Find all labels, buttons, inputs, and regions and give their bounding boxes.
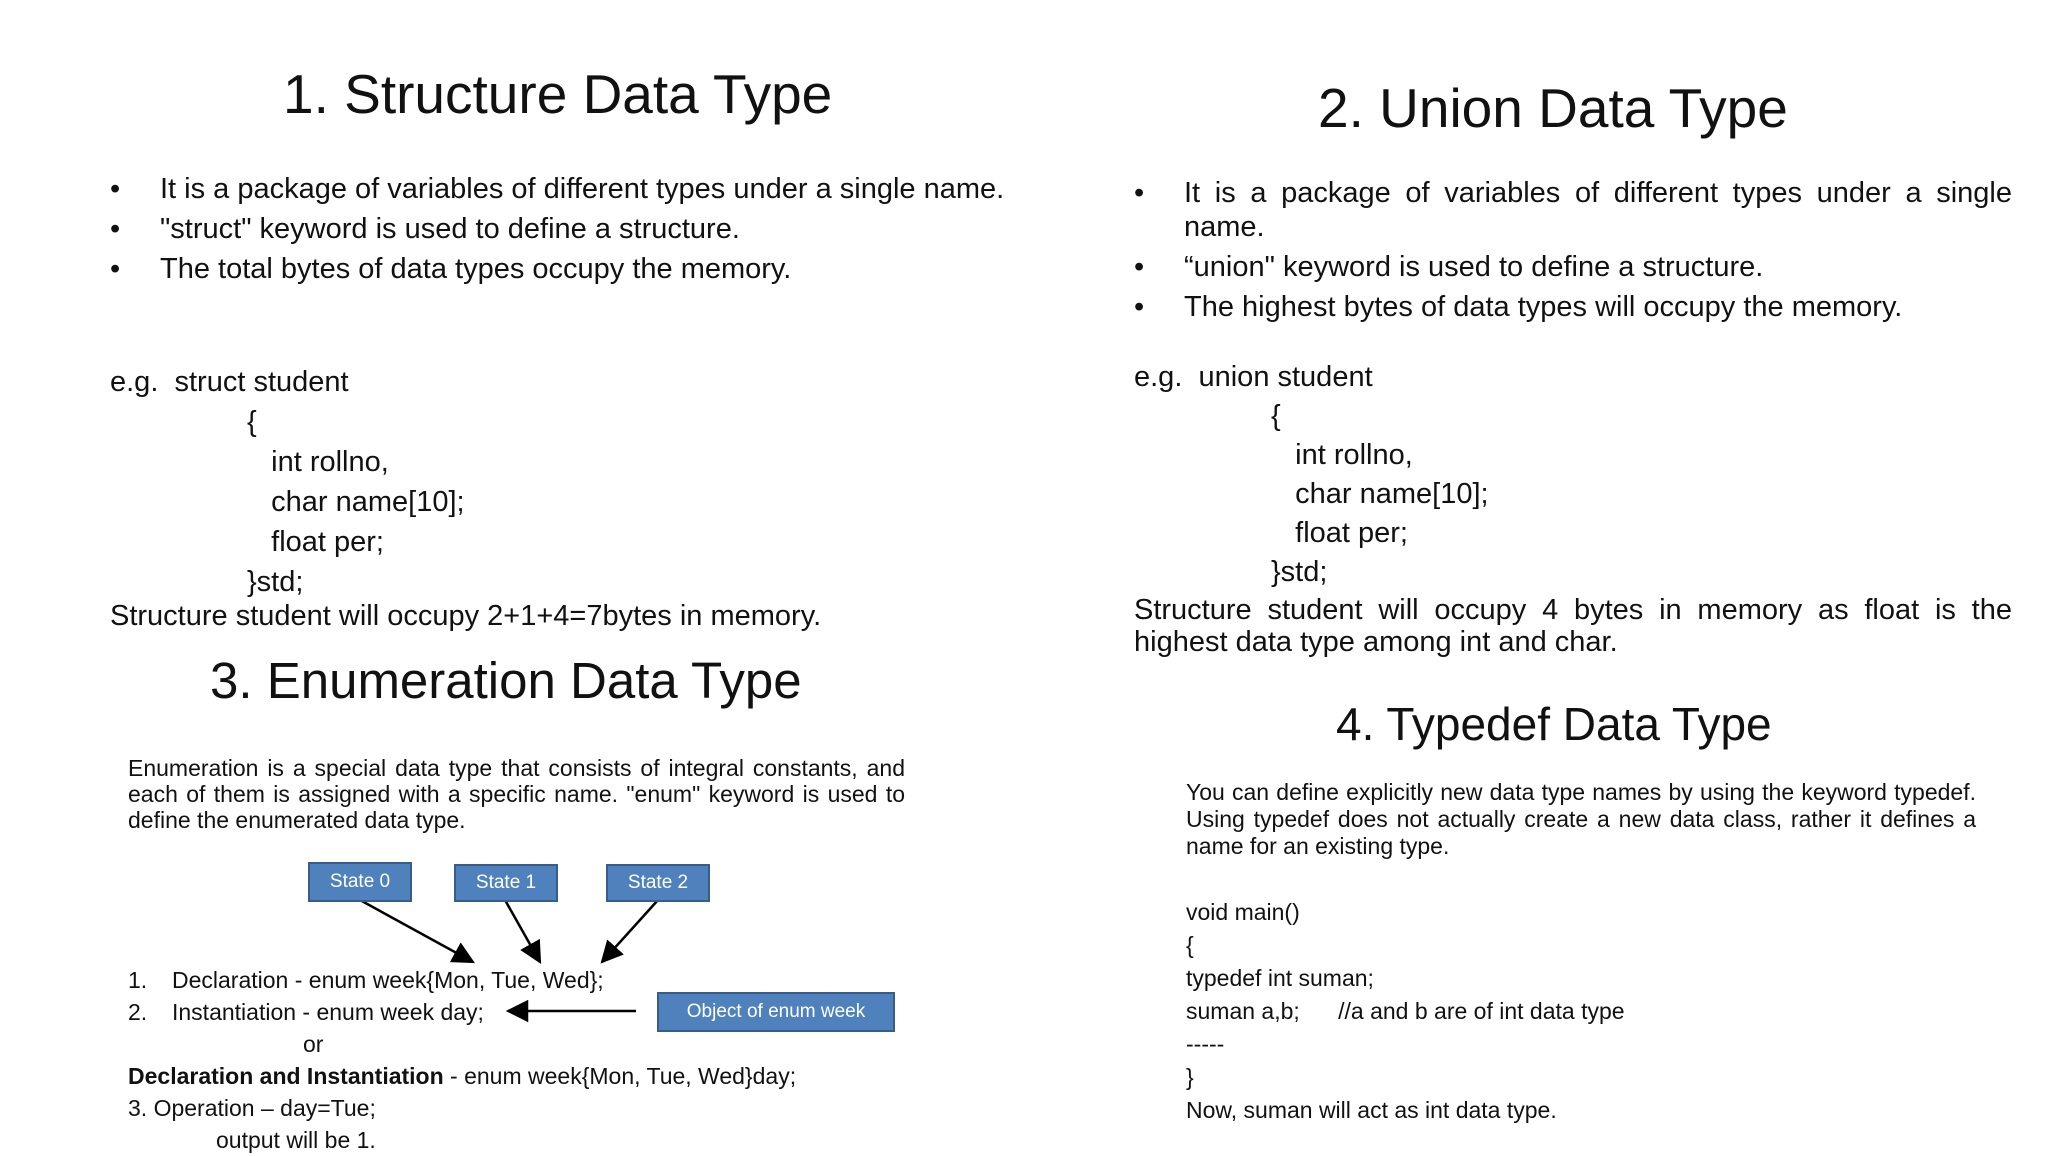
bullet-icon: • [110,213,121,245]
enumeration-title: 3. Enumeration Data Type [210,652,802,709]
code-line: typedef int suman; [1186,965,1374,991]
code-line: void main() [1186,899,1300,925]
structure-bullet-text: It is a package of variables of differen… [160,173,1005,205]
list-item: • The total bytes of data types occupy th… [110,252,1010,286]
bullet-icon: • [110,173,121,205]
code-line: { [1134,400,1281,432]
union-bullet-text: “union" keyword is used to define a stru… [1184,251,1764,283]
code-line: ----- [1186,1031,1225,1057]
code-line: e.g. struct student [110,366,349,398]
code-line: e.g. union student [1134,361,1373,393]
bullet-icon: • [1134,177,1145,209]
union-summary: Structure student will occupy 4 bytes in… [1134,594,2012,658]
bullet-icon: • [1134,291,1145,323]
list-item: • The highest bytes of data types will oc… [1134,290,2012,324]
bullet-icon: • [1134,251,1145,283]
arrow-state1 [503,899,542,964]
code-line: char name[10]; [110,486,465,518]
enum-declaration-line: 1. Declaration - enum week{Mon, Tue, Wed}… [128,964,1028,996]
structure-summary: Structure student will occupy 2+1+4=7byt… [110,600,822,632]
enum-output-line: output will be 1. [216,1127,376,1153]
typedef-code: void main() { typedef int suman; suman a,b;… [1186,896,1625,1127]
enum-instantiation-text: Instantiation - enum week day; [172,999,484,1025]
typedef-description: You can define explicitly new data type … [1186,779,1976,859]
enum-declaration-text: Declaration - enum week{Mon, Tue, Wed}; [172,967,604,993]
step-number: 1. [128,967,148,993]
union-bullet-text: The highest bytes of data types will occ… [1184,291,1903,323]
state-1-box: State 1 [454,864,558,902]
arrow-state2 [600,899,659,964]
code-line: }std; [1134,556,1328,588]
bullet-icon: • [110,253,121,285]
step-number: 2. [128,999,148,1025]
code-line: int rollno, [110,446,389,478]
state-0-box: State 0 [308,862,412,902]
list-item: • It is a package of variables of differe… [110,172,1010,206]
structure-bullet-text: "struct" keyword is used to define a str… [160,213,740,245]
structure-example-code: e.g. struct student { int rollno, char n… [110,362,465,602]
union-title: 2. Union Data Type [1318,77,1788,139]
state-2-box: State 2 [606,864,710,902]
code-line: } [1186,1064,1194,1090]
enum-instantiation-line: 2. Instantiation - enum week day; [128,996,1028,1028]
typedef-title: 4. Typedef Data Type [1336,698,1772,750]
list-item: • It is a package of variables of differe… [1134,176,2012,244]
enumeration-description: Enumeration is a special data type that … [128,755,905,833]
enum-decl-inst-text: - enum week{Mon, Tue, Wed}day; [443,1063,797,1089]
code-line: float per; [110,526,384,558]
enum-or-line: or [303,1031,324,1057]
union-bullet-text: It is a package of variables of differen… [1184,177,2012,243]
code-line: suman a,b; //a and b are of int data typ… [1186,998,1625,1024]
enum-operation-line: 3. Operation – day=Tue; [128,1095,376,1121]
structure-bullet-text: The total bytes of data types occupy the… [160,253,792,285]
arrow-state0 [359,898,475,964]
code-line: { [1186,932,1194,958]
code-line: int rollno, [1134,439,1413,471]
code-line: { [110,406,257,438]
structure-title: 1. Structure Data Type [283,63,833,125]
enumeration-steps: 1. Declaration - enum week{Mon, Tue, Wed}… [128,964,1028,1156]
list-item: • "struct" keyword is used to define a st… [110,212,1010,246]
code-line: float per; [1134,517,1408,549]
enum-decl-inst-bold: Declaration and Instantiation [128,1063,444,1089]
code-line: Now, suman will act as int data type. [1186,1097,1557,1123]
enum-object-box: Object of enum week [657,992,895,1032]
code-line: }std; [110,566,304,598]
structure-bullet-list: • It is a package of variables of differe… [110,172,1010,292]
code-line: char name[10]; [1134,478,1489,510]
union-bullet-list: • It is a package of variables of differe… [1134,176,2012,330]
list-item: • “union" keyword is used to define a str… [1134,250,2012,284]
enum-decl-inst-line: Declaration and Instantiation - enum wee… [128,1060,1028,1092]
union-example-code: e.g. union student { int rollno, char na… [1134,358,1489,592]
